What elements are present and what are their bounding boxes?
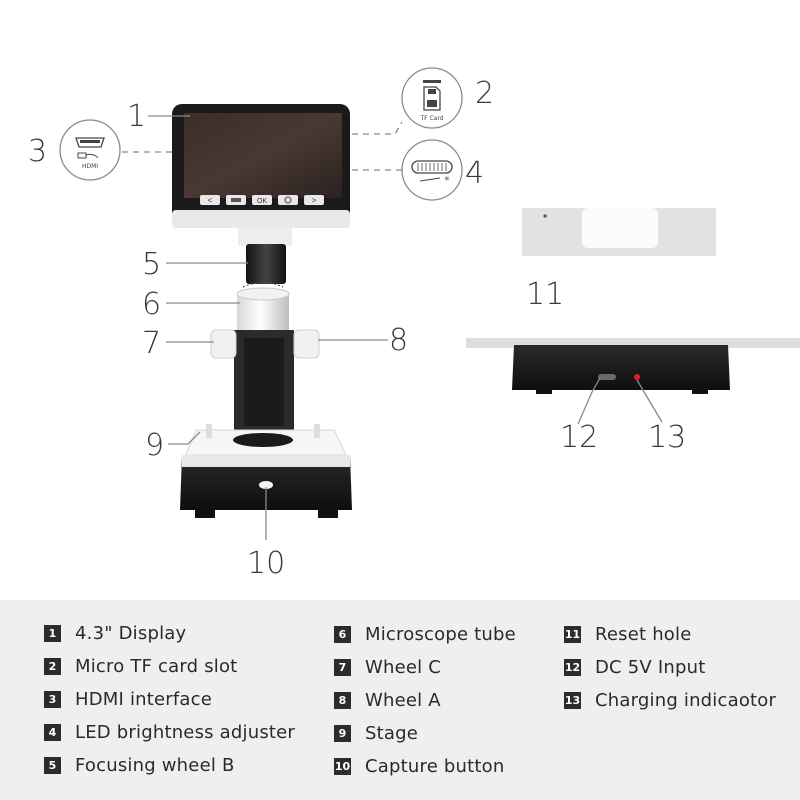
charging-indicator-light bbox=[634, 374, 640, 380]
legend-label: Wheel C bbox=[365, 656, 442, 678]
menu-icon bbox=[231, 198, 241, 202]
legend-item-10: 10 Capture button bbox=[334, 754, 504, 778]
legend-item-9: 9 Stage bbox=[334, 721, 418, 745]
legend-item-7: 7 Wheel C bbox=[334, 655, 441, 679]
legend-badge: 8 bbox=[334, 691, 351, 709]
legend-label: HDMI interface bbox=[75, 688, 213, 710]
left-arrow-icon: < bbox=[208, 196, 213, 205]
legend-label: DC 5V Input bbox=[595, 656, 706, 678]
power-icon bbox=[284, 196, 292, 204]
legend-label: Microscope tube bbox=[365, 623, 516, 645]
dc-input-port bbox=[598, 374, 616, 380]
display-screen bbox=[184, 113, 342, 198]
legend-label: Focusing wheel B bbox=[75, 754, 235, 776]
legend-label: Charging indicaotor bbox=[595, 689, 777, 711]
leader-lines bbox=[122, 115, 663, 540]
legend-item-1: 1 4.3" Display bbox=[44, 621, 186, 645]
focusing-wheel-b bbox=[246, 244, 286, 284]
microscope-illustration: < OK > bbox=[28, 67, 800, 581]
legend-badge: 6 bbox=[334, 625, 351, 643]
callout-13: 13 bbox=[648, 420, 686, 455]
tf-card-icon: TF Card bbox=[401, 67, 463, 129]
callout-11: 11 bbox=[526, 277, 564, 312]
legend-badge: 12 bbox=[564, 658, 581, 676]
callout-2: 2 bbox=[475, 76, 494, 111]
legend-item-5: 5 Focusing wheel B bbox=[44, 753, 235, 777]
power-port-view bbox=[466, 338, 800, 394]
callout-8: 8 bbox=[389, 323, 408, 358]
hdmi-icon: HDMI bbox=[59, 119, 121, 181]
callout-9: 9 bbox=[145, 428, 164, 463]
sun-icon: ✳ bbox=[444, 175, 450, 183]
legend-badge: 7 bbox=[334, 658, 351, 676]
legend-item-6: 6 Microscope tube bbox=[334, 622, 516, 646]
callout-1: 1 bbox=[127, 99, 146, 134]
callout-7: 7 bbox=[142, 326, 161, 361]
legend-badge: 5 bbox=[44, 756, 61, 774]
legend-badge: 3 bbox=[44, 690, 61, 708]
right-arrow-icon: > bbox=[312, 196, 317, 205]
left-button[interactable] bbox=[200, 195, 220, 205]
legend-item-2: 2 Micro TF card slot bbox=[44, 654, 237, 678]
legend-item-11: 11 Reset hole bbox=[564, 622, 692, 646]
legend-label: 4.3" Display bbox=[75, 622, 187, 644]
legend-panel: 1 4.3" Display 2 Micro TF card slot 3 HD… bbox=[0, 600, 800, 800]
power-button[interactable] bbox=[278, 195, 298, 205]
legend-item-8: 8 Wheel A bbox=[334, 688, 441, 712]
legend-badge: 1 bbox=[44, 624, 61, 642]
right-button[interactable] bbox=[304, 195, 324, 205]
legend-badge: 11 bbox=[564, 625, 581, 643]
callout-4: 4 bbox=[465, 156, 484, 191]
callout-5: 5 bbox=[142, 247, 161, 282]
legend-badge: 13 bbox=[564, 691, 581, 709]
callout-6: 6 bbox=[142, 287, 161, 322]
callout-12: 12 bbox=[560, 420, 598, 455]
legend-item-13: 13 Charging indicaotor bbox=[564, 688, 776, 712]
wheel-a bbox=[293, 329, 320, 359]
callout-3: 3 bbox=[28, 134, 47, 169]
legend-label: Capture button bbox=[365, 755, 505, 777]
legend-badge: 10 bbox=[334, 757, 351, 775]
legend-item-4: 4 LED brightness adjuster bbox=[44, 720, 295, 744]
reset-hole bbox=[543, 214, 547, 218]
tf-card-label: TF Card bbox=[419, 115, 443, 122]
legend-label: Stage bbox=[365, 722, 419, 744]
wheel-c bbox=[210, 329, 237, 359]
legend-label: LED brightness adjuster bbox=[75, 721, 296, 743]
ok-button[interactable] bbox=[252, 195, 272, 205]
ok-label: OK bbox=[257, 198, 267, 205]
legend-label: Wheel A bbox=[365, 689, 441, 711]
legend-item-12: 12 DC 5V Input bbox=[564, 655, 705, 679]
legend-badge: 9 bbox=[334, 724, 351, 742]
legend-badge: 2 bbox=[44, 657, 61, 675]
hdmi-label: HDMI bbox=[82, 163, 98, 170]
led-adjuster-icon: ✳ bbox=[401, 139, 463, 201]
reset-hole-view bbox=[522, 208, 716, 256]
callout-10: 10 bbox=[247, 546, 285, 581]
legend-label: Reset hole bbox=[595, 623, 692, 645]
legend-badge: 4 bbox=[44, 723, 61, 741]
display-unit: < OK > bbox=[172, 104, 350, 228]
legend-item-3: 3 HDMI interface bbox=[44, 687, 212, 711]
legend-label: Micro TF card slot bbox=[75, 655, 238, 677]
capture-button[interactable] bbox=[259, 481, 273, 489]
